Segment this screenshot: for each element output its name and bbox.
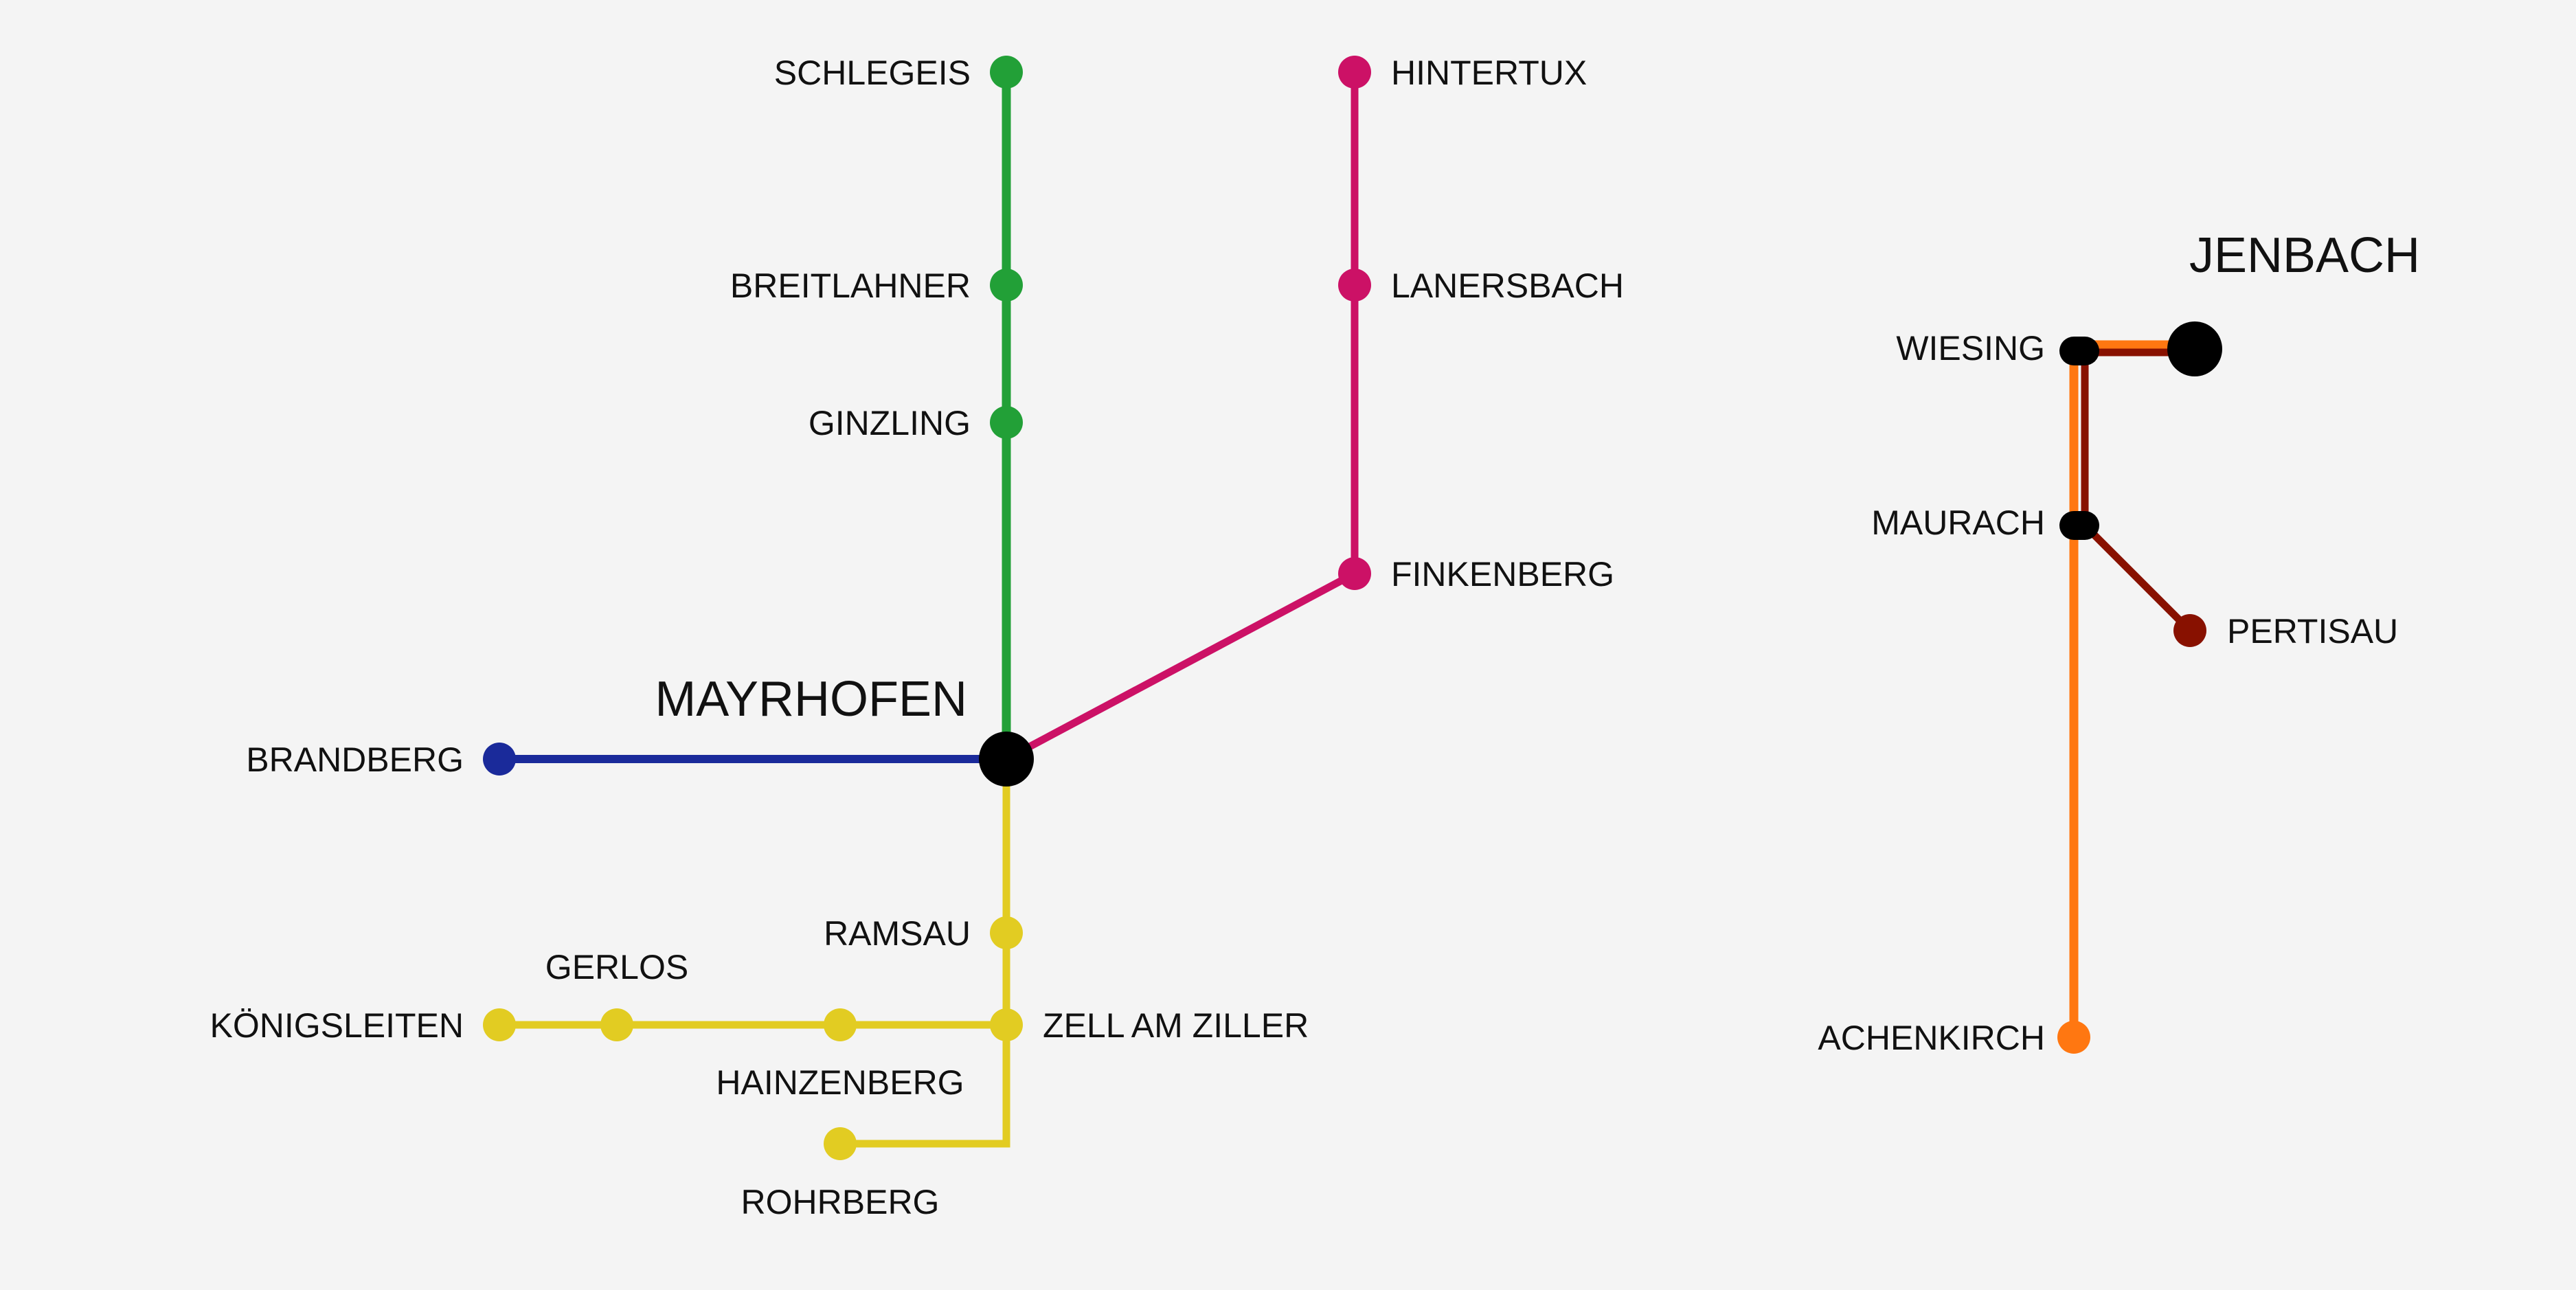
station-dot-pertisau[interactable] (2173, 614, 2206, 647)
line-yellow (499, 759, 1010, 1148)
station-markers (483, 56, 2206, 1160)
station-label-wiesing: WIESING (1896, 329, 2045, 367)
hub-label-mayrhofen: MAYRHOFEN (655, 672, 967, 727)
station-label-maurach: MAURACH (1871, 503, 2045, 542)
station-label-zell-am-ziller: ZELL AM ZILLER (1043, 1006, 1309, 1045)
station-labels: MAYRHOFEN JENBACH SCHLEGEIS BREITLAHNER … (210, 54, 2420, 1221)
station-label-schlegeis: SCHLEGEIS (774, 54, 971, 92)
station-label-breitlahner: BREITLAHNER (730, 267, 971, 305)
station-label-rohrberg: ROHRBERG (741, 1183, 940, 1221)
station-label-hainzenberg: HAINZENBERG (716, 1063, 964, 1102)
yellow-line-trunk (840, 759, 1010, 1148)
station-dot-koenigsleiten[interactable] (483, 1008, 516, 1041)
station-dot-breitlahner[interactable] (990, 269, 1023, 302)
hub-dot-mayrhofen[interactable] (979, 732, 1034, 787)
hub-markers (979, 321, 2222, 787)
station-dot-maurach[interactable] (2059, 511, 2099, 540)
station-label-brandberg: BRANDBERG (246, 740, 464, 779)
station-dot-ginzling[interactable] (990, 406, 1023, 439)
station-label-pertisau: PERTISAU (2227, 612, 2398, 650)
line-darkred (2081, 348, 2195, 633)
station-dot-lanersbach[interactable] (1338, 269, 1371, 302)
station-label-finkenberg: FINKENBERG (1391, 555, 1614, 593)
station-dot-wiesing[interactable] (2059, 337, 2099, 365)
station-dot-finkenberg[interactable] (1338, 557, 1371, 590)
station-dot-ramsau[interactable] (990, 916, 1023, 949)
station-dot-achenkirch[interactable] (2057, 1021, 2090, 1054)
station-label-gerlos: GERLOS (545, 948, 688, 986)
station-dot-hainzenberg[interactable] (824, 1008, 857, 1041)
darkred-line-path (2081, 348, 2195, 633)
station-dot-schlegeis[interactable] (990, 56, 1023, 89)
station-dot-gerlos[interactable] (600, 1008, 633, 1041)
station-dot-zell-am-ziller[interactable] (990, 1008, 1023, 1041)
station-label-ginzling: GINZLING (809, 404, 971, 442)
station-label-koenigsleiten: KÖNIGSLEITEN (210, 1006, 464, 1045)
station-label-achenkirch: ACHENKIRCH (1818, 1019, 2045, 1057)
station-dot-hintertux[interactable] (1338, 56, 1371, 89)
station-label-hintertux: HINTERTUX (1391, 54, 1587, 92)
station-label-ramsau: RAMSAU (824, 914, 971, 953)
station-dot-rohrberg[interactable] (824, 1127, 857, 1160)
hub-dot-jenbach[interactable] (2167, 321, 2222, 376)
station-label-lanersbach: LANERSBACH (1391, 267, 1624, 305)
hub-label-jenbach: JENBACH (2189, 228, 2420, 283)
station-dot-brandberg[interactable] (483, 743, 516, 776)
